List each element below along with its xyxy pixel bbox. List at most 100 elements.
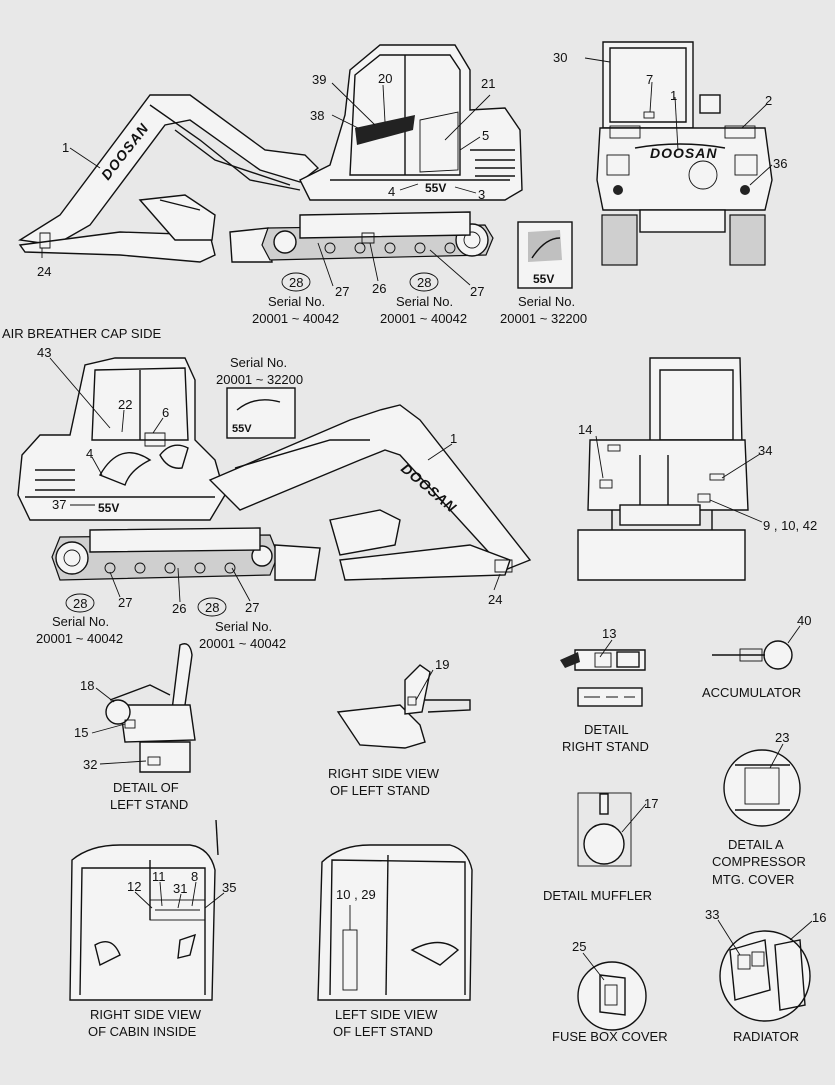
callout-24a: 24 — [37, 264, 51, 279]
callout-7: 7 — [646, 72, 653, 87]
callout-25: 25 — [572, 939, 586, 954]
callout-1c: 1 — [450, 431, 457, 446]
detail-right-stand: 13 DETAIL RIGHT STAND — [560, 626, 649, 754]
callout-26b: 26 — [172, 601, 186, 616]
serial-range-4: 20001 ~ 32200 — [216, 372, 303, 387]
svg-text:28: 28 — [289, 275, 303, 290]
callout-19: 19 — [435, 657, 449, 672]
excavator-front-view: 14 34 9 , 10, 42 — [577, 357, 817, 581]
callout-12: 12 — [127, 879, 141, 894]
callout-2: 2 — [765, 93, 772, 108]
callout-27c: 27 — [118, 595, 132, 610]
model-decal-inset-2 — [226, 387, 296, 439]
rear-brand-decal: DOOSAN — [650, 145, 717, 161]
callout-4a: 4 — [388, 184, 395, 199]
detail-left-stand: 18 15 32 DETAIL OF LEFT STAND — [74, 643, 196, 812]
callout-36: 36 — [773, 156, 787, 171]
detail-accumulator: 40 ACCUMULATOR — [702, 613, 811, 700]
svg-text:28: 28 — [73, 596, 87, 611]
callout-32: 32 — [83, 757, 97, 772]
serial-label-3: Serial No. — [518, 294, 575, 309]
callout-8: 8 — [191, 869, 198, 884]
detail-muffler: 17 DETAIL MUFFLER — [543, 792, 658, 903]
excavator-rear-view: DOOSAN 30 7 1 2 36 — [553, 41, 787, 266]
excavator-left-view: DOOSAN 55V 1 24 — [18, 44, 523, 326]
detail-left-stand-caption-2: LEFT STAND — [110, 797, 188, 812]
svg-text:28: 28 — [205, 600, 219, 615]
serial-label-2: Serial No. — [396, 294, 453, 309]
serial-range-3: 20001 ~ 32200 — [500, 311, 587, 326]
detail-muffler-caption: DETAIL MUFFLER — [543, 888, 652, 903]
left-side-view-left-stand: 10 , 29 LEFT SIDE VIEW OF LEFT STAND — [317, 844, 473, 1039]
callout-15: 15 — [74, 725, 88, 740]
detail-right-stand-caption-1: DETAIL — [584, 722, 629, 737]
serial-label-5: Serial No. — [52, 614, 109, 629]
callout-11: 11 — [152, 869, 166, 884]
rsv-cabin-caption-2: OF CABIN INSIDE — [88, 1024, 197, 1039]
callout-4b: 4 — [86, 446, 93, 461]
callout-33: 33 — [705, 907, 719, 922]
callout-27a: 27 — [335, 284, 349, 299]
callout-30: 30 — [553, 50, 567, 65]
right-side-left-stand-caption-2: OF LEFT STAND — [330, 783, 430, 798]
callout-14: 14 — [578, 422, 592, 437]
callout-13: 13 — [602, 626, 616, 641]
callout-39: 39 — [312, 72, 326, 87]
serial-label-1: Serial No. — [268, 294, 325, 309]
callout-38: 38 — [310, 108, 324, 123]
callout-9-10-42: 9 , 10, 42 — [763, 518, 817, 533]
callout-17: 17 — [644, 796, 658, 811]
svg-text:55V: 55V — [533, 272, 554, 286]
callout-5: 5 — [482, 128, 489, 143]
callout-24b: 24 — [488, 592, 502, 607]
callout-40: 40 — [797, 613, 811, 628]
callout-43: 43 — [37, 345, 51, 360]
callout-3: 3 — [478, 187, 485, 202]
right-side-left-stand-caption-1: RIGHT SIDE VIEW — [328, 766, 440, 781]
callout-27b: 27 — [470, 284, 484, 299]
callout-20: 20 — [378, 71, 392, 86]
detail-a-caption-2: COMPRESSOR — [712, 854, 806, 869]
accumulator-caption: ACCUMULATOR — [702, 685, 801, 700]
callout-23: 23 — [775, 730, 789, 745]
fuse-box-caption: FUSE BOX COVER — [552, 1029, 668, 1044]
callout-22: 22 — [118, 397, 132, 412]
lsv-left-stand-caption-2: OF LEFT STAND — [333, 1024, 433, 1039]
callout-1a: 1 — [62, 140, 69, 155]
callout-21: 21 — [481, 76, 495, 91]
detail-fuse-box-cover: 25 FUSE BOX COVER — [552, 939, 668, 1044]
lsv-left-stand-caption-1: LEFT SIDE VIEW — [335, 1007, 438, 1022]
svg-text:55V: 55V — [232, 423, 252, 435]
callout-1b: 1 — [670, 88, 677, 103]
detail-right-stand-caption-2: RIGHT STAND — [562, 739, 649, 754]
callout-10-29: 10 , 29 — [336, 887, 376, 902]
callout-16: 16 — [812, 910, 826, 925]
serial-range-5: 20001 ~ 40042 — [36, 631, 123, 646]
serial-label-4: Serial No. — [230, 355, 287, 370]
callout-34: 34 — [758, 443, 772, 458]
excavator-right-view: AIR BREATHER CAP SIDE 55V DOOSAN 55V Ser… — [2, 326, 532, 651]
radiator-caption: RADIATOR — [733, 1029, 799, 1044]
serial-range-1: 20001 ~ 40042 — [252, 311, 339, 326]
callout-37: 37 — [52, 497, 66, 512]
circled-callout-28d — [197, 597, 227, 617]
callout-26a: 26 — [372, 281, 386, 296]
detail-a-caption-1: DETAIL A — [728, 837, 784, 852]
serial-range-6: 20001 ~ 40042 — [199, 636, 286, 651]
air-breather-caption: AIR BREATHER CAP SIDE — [2, 326, 161, 341]
callout-18: 18 — [80, 678, 94, 693]
callout-27d: 27 — [245, 600, 259, 615]
callout-35: 35 — [222, 880, 236, 895]
house-model-decal: 55V — [425, 181, 446, 195]
right-house-model-decal: 55V — [98, 501, 119, 515]
callout-31: 31 — [173, 881, 187, 896]
right-side-view-cabin: 12 11 31 8 35 RIGHT SIDE VIEW OF CABIN I… — [69, 819, 236, 1039]
callout-6: 6 — [162, 405, 169, 420]
circled-callout-28c — [65, 593, 95, 613]
circled-callout-28b — [409, 272, 439, 292]
svg-text:28: 28 — [417, 275, 431, 290]
detail-a-compressor: 23 DETAIL A COMPRESSOR MTG. COVER — [712, 730, 806, 887]
circled-callout-28a — [281, 272, 311, 292]
